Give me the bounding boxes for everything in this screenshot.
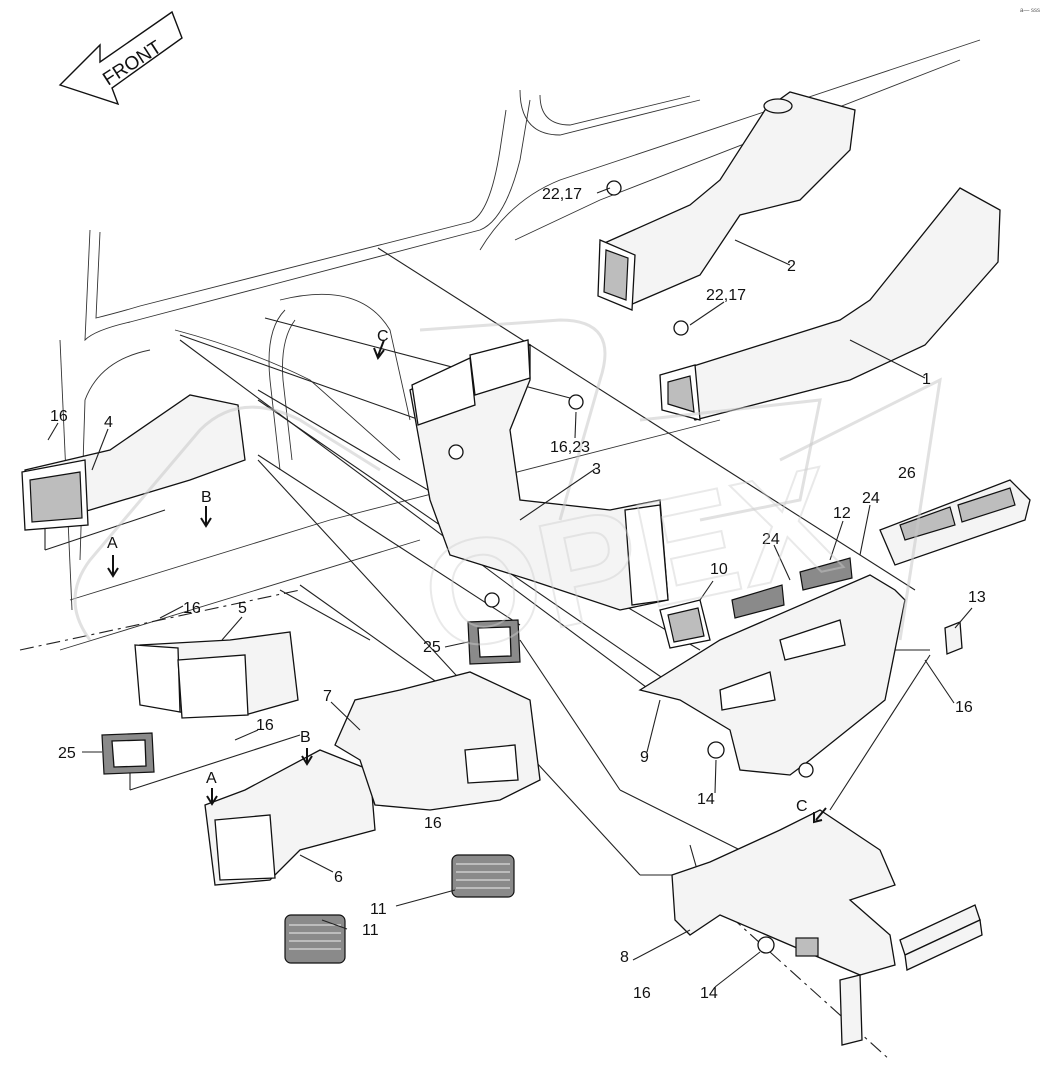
part-10-frame [659,599,711,649]
callout-labels: 1 2 3 4 5 6 7 8 9 10 11 11 12 13 14 14 1… [50,186,986,1002]
part-25-filters [101,619,521,775]
marker-labels: A B C A B C [107,328,808,815]
marker-a-upper: A [107,535,118,552]
marker-c-upper: C [377,328,389,345]
callout-25-upper: 25 [423,639,441,656]
callout-16-right: 16 [955,699,973,716]
callout-14-lower: 14 [700,985,718,1002]
callout-24-right: 24 [862,490,880,507]
part-3-duct [409,339,669,611]
marker-c-lower: C [796,798,808,815]
corner-mark: a— sss [1020,8,1040,14]
callout-13: 13 [968,589,986,606]
callout-11-upper: 11 [370,901,387,918]
front-arrow: FRONT [58,10,183,106]
callout-4: 4 [104,414,113,431]
small-fasteners [448,180,963,954]
callout-24-left: 24 [762,531,780,548]
callout-22-17-lower: 22,17 [706,287,746,304]
callout-22-17-upper: 22,17 [542,186,582,203]
callout-16-bottom: 16 [633,985,651,1002]
cab-body-outline [59,39,981,651]
callout-16-left: 16 [50,408,68,425]
part-12-vents [731,557,853,619]
callout-9: 9 [640,749,649,766]
part-7-panel [334,671,541,811]
marker-b-lower: B [300,729,311,746]
callout-10: 10 [710,561,728,578]
part-9-panel [638,574,906,776]
part-2-duct [597,91,856,311]
callout-1: 1 [922,371,931,388]
part-6-duct [204,749,376,886]
marker-arrows [107,339,827,824]
callout-6: 6 [334,869,343,886]
callout-16-23: 16,23 [550,439,590,456]
callout-3: 3 [592,461,601,478]
callout-16-center: 16 [424,815,442,832]
lower-bracket [795,904,983,1046]
part-5-duct [134,631,299,719]
marker-b-upper: B [201,489,212,506]
part-8-panel [671,809,896,976]
callout-11-lower: 11 [362,922,379,939]
callout-12: 12 [833,505,851,522]
callout-14-upper: 14 [697,791,715,808]
leader-lines [47,187,973,988]
part-4-duct [21,394,246,531]
watermark-shape [73,318,942,641]
callout-26: 26 [898,465,916,482]
part-26-tray [879,479,1031,566]
callout-7: 7 [323,688,332,705]
part-1-duct [659,187,1001,421]
callout-5: 5 [238,600,247,617]
part-11-grilles [284,854,515,964]
callout-2: 2 [787,258,796,275]
callout-16-lower: 16 [256,717,274,734]
callout-25-lower: 25 [58,745,76,762]
marker-a-lower: A [206,770,217,787]
callout-8: 8 [620,949,629,966]
callout-16-mid: 16 [183,600,201,617]
